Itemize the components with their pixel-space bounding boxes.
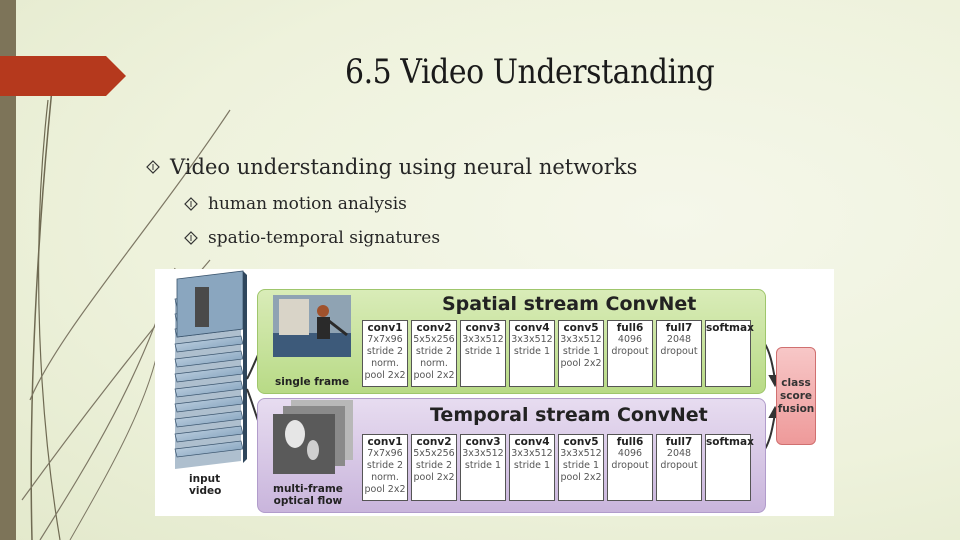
title-accent-tab	[0, 56, 126, 96]
bullet-text: spatio-temporal signatures	[208, 228, 440, 248]
diamond-bullet-icon	[184, 231, 198, 245]
diamond-bullet-icon	[184, 197, 198, 211]
bullet-text: human motion analysis	[208, 194, 407, 214]
optical-flow-image	[273, 400, 353, 475]
sub-bullet-item: spatio-temporal signatures	[184, 228, 440, 248]
temporal-stream-title: Temporal stream ConvNet	[430, 404, 708, 426]
single-frame-image	[273, 295, 351, 357]
bullet-item: Video understanding using neural network…	[146, 155, 637, 179]
sub-bullet-item: human motion analysis	[184, 194, 407, 214]
diamond-bullet-icon	[146, 160, 160, 174]
bullet-text: Video understanding using neural network…	[170, 155, 637, 179]
layer-box: softmax	[705, 320, 751, 387]
layer-box: softmax	[705, 434, 751, 501]
input-video-stack	[175, 271, 247, 469]
single-frame-label: single frame	[275, 376, 349, 388]
slide-title: 6.5 Video Understanding	[345, 52, 714, 92]
spatial-stream-title: Spatial stream ConvNet	[442, 293, 696, 315]
